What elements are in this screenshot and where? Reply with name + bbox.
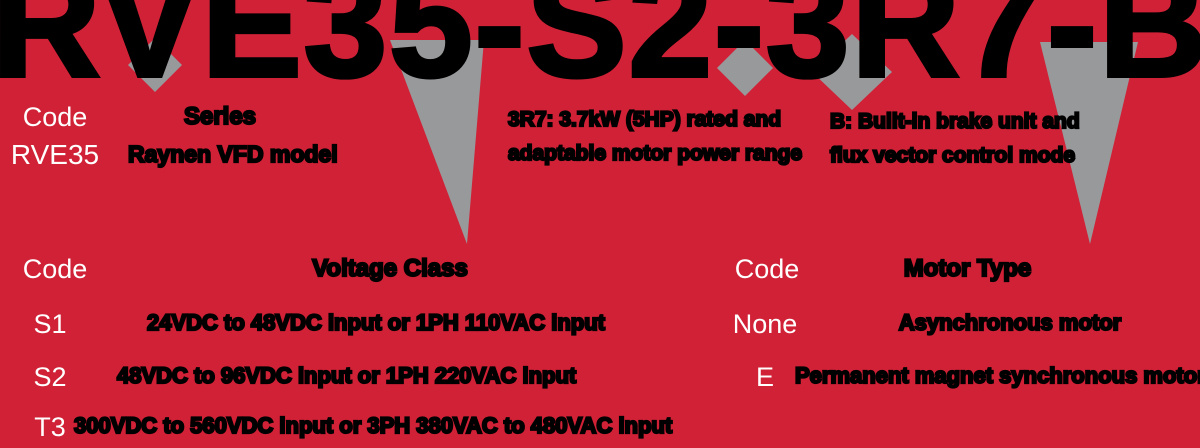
power-note-line1: 3R7: 3.7kW (5HP) rated and [507,107,782,132]
feature-note-line1: B: Built-in brake unit and [829,109,1081,134]
motor-row-code: None [732,309,798,339]
down-arrow-power-icon [717,40,773,96]
voltage-row-description: 48VDC to 96VDC input or 1PH 220VAC input [116,362,577,389]
voltage-row-description: 300VDC to 560VDC input or 3PH 380VAC to … [73,412,673,439]
feature-note-line2: flux vector control mode [829,143,1076,168]
down-arrow-feature-icon [812,34,892,110]
motor-code-header: Code [734,254,800,284]
down-arrow-series-icon [128,38,182,92]
series-code-header: Code [22,102,88,132]
voltage-row-code: T3 [34,412,66,442]
voltage-code-header: Code [22,254,88,284]
voltage-row-description: 24VDC to 48VDC input or 1PH 110VAC input [146,309,606,336]
motor-type-header: Motor Type [903,254,1033,283]
motor-row-code: E [755,362,774,392]
series-type-header: Series [183,102,257,131]
voltage-row-code: S1 [33,309,67,339]
series-row-description: Raynen VFD model [127,140,339,168]
model-number: RVE35-S2-3R7-B-E [0,0,1200,110]
down-arrow-motor-type-icon [1040,42,1138,244]
voltage-type-header: Voltage Class [311,254,469,283]
down-arrow-voltage-class-icon [390,40,484,244]
motor-row-description: Asynchronous motor [898,309,1123,336]
power-note-line2: adaptable motor power range [507,141,803,166]
series-row-code: RVE35 [10,139,100,170]
voltage-row-code: S2 [33,362,67,392]
motor-row-description: Permanent magnet synchronous motor [794,362,1200,389]
